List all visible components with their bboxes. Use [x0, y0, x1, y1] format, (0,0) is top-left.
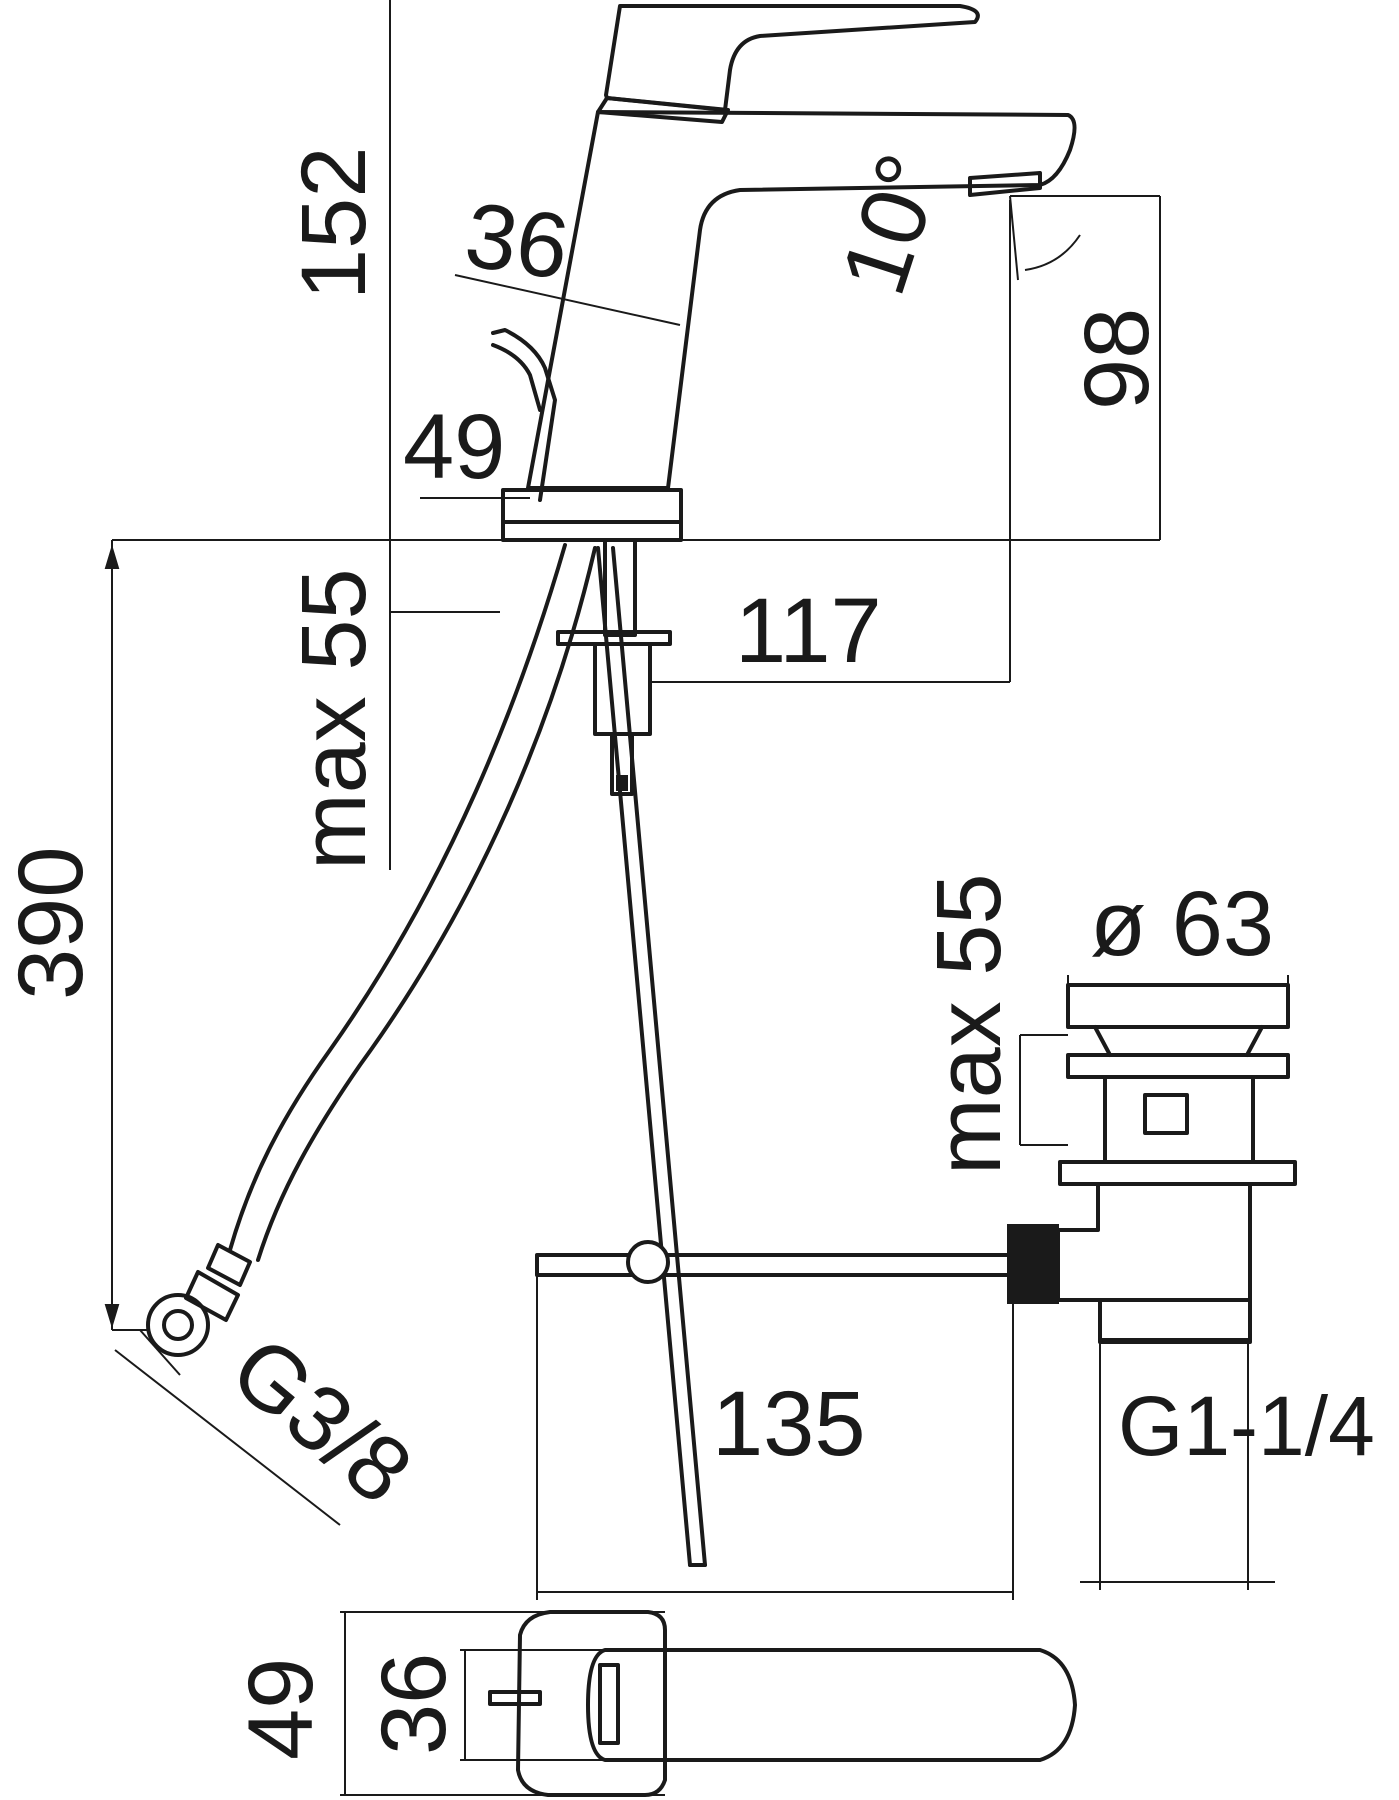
lift-rod	[535, 1224, 1059, 1304]
dim-hose-connection: G3/8	[212, 1317, 430, 1523]
hose-nut	[146, 1293, 210, 1357]
dim-spout-angle: 10°	[822, 142, 962, 306]
dim-waste-diameter: ø 63	[1090, 873, 1274, 975]
plan-popup	[488, 1690, 542, 1706]
plan-spout	[586, 1648, 1077, 1762]
popup-lever-inner	[491, 343, 542, 412]
plan-base	[516, 1610, 667, 1797]
dim-max-deck-waste: max 55	[918, 873, 1020, 1175]
rod-clip	[626, 1240, 670, 1284]
dim-spout-height: 98	[1066, 308, 1168, 410]
popup-rod	[596, 546, 707, 1567]
hose-inner	[256, 546, 597, 1262]
waste-tail	[1098, 1298, 1252, 1344]
rod-connector	[1007, 1224, 1059, 1304]
aerator	[968, 171, 1042, 197]
dim-height-total: 152	[283, 147, 385, 301]
dim-base-width: 49	[403, 396, 505, 498]
faucet-plan-view	[488, 1610, 1077, 1797]
dim-spout-width: 36	[459, 184, 575, 299]
lever-joint	[596, 96, 730, 124]
waste-body	[1103, 1075, 1255, 1164]
lever-handle	[604, 4, 980, 112]
dim-rod-length: 135	[712, 1373, 866, 1475]
faucet-side-view	[491, 4, 1077, 542]
dim-reach: 117	[735, 580, 882, 682]
popup-lever	[491, 328, 557, 502]
dimension-lines	[104, 0, 1289, 1796]
faucet-body	[526, 110, 1077, 490]
waste-valve	[1056, 983, 1297, 1344]
dim-waste-thread: G1-1/4	[1118, 1379, 1375, 1473]
waste-cap	[1066, 983, 1290, 1029]
dim-max-deck-tap: max 55	[283, 568, 385, 870]
hose-outer	[228, 543, 567, 1252]
dim-hose-length: 390	[0, 847, 102, 1001]
dimension-labels: 152 36 10° 98 49 117 max 55 390 G3/8 ø 6…	[0, 142, 1375, 1760]
flex-hose	[146, 543, 597, 1357]
waste-flange	[1058, 1160, 1297, 1186]
dim-plan-spout-width: 36	[363, 1653, 465, 1755]
dim-plan-base-width: 49	[230, 1658, 332, 1760]
